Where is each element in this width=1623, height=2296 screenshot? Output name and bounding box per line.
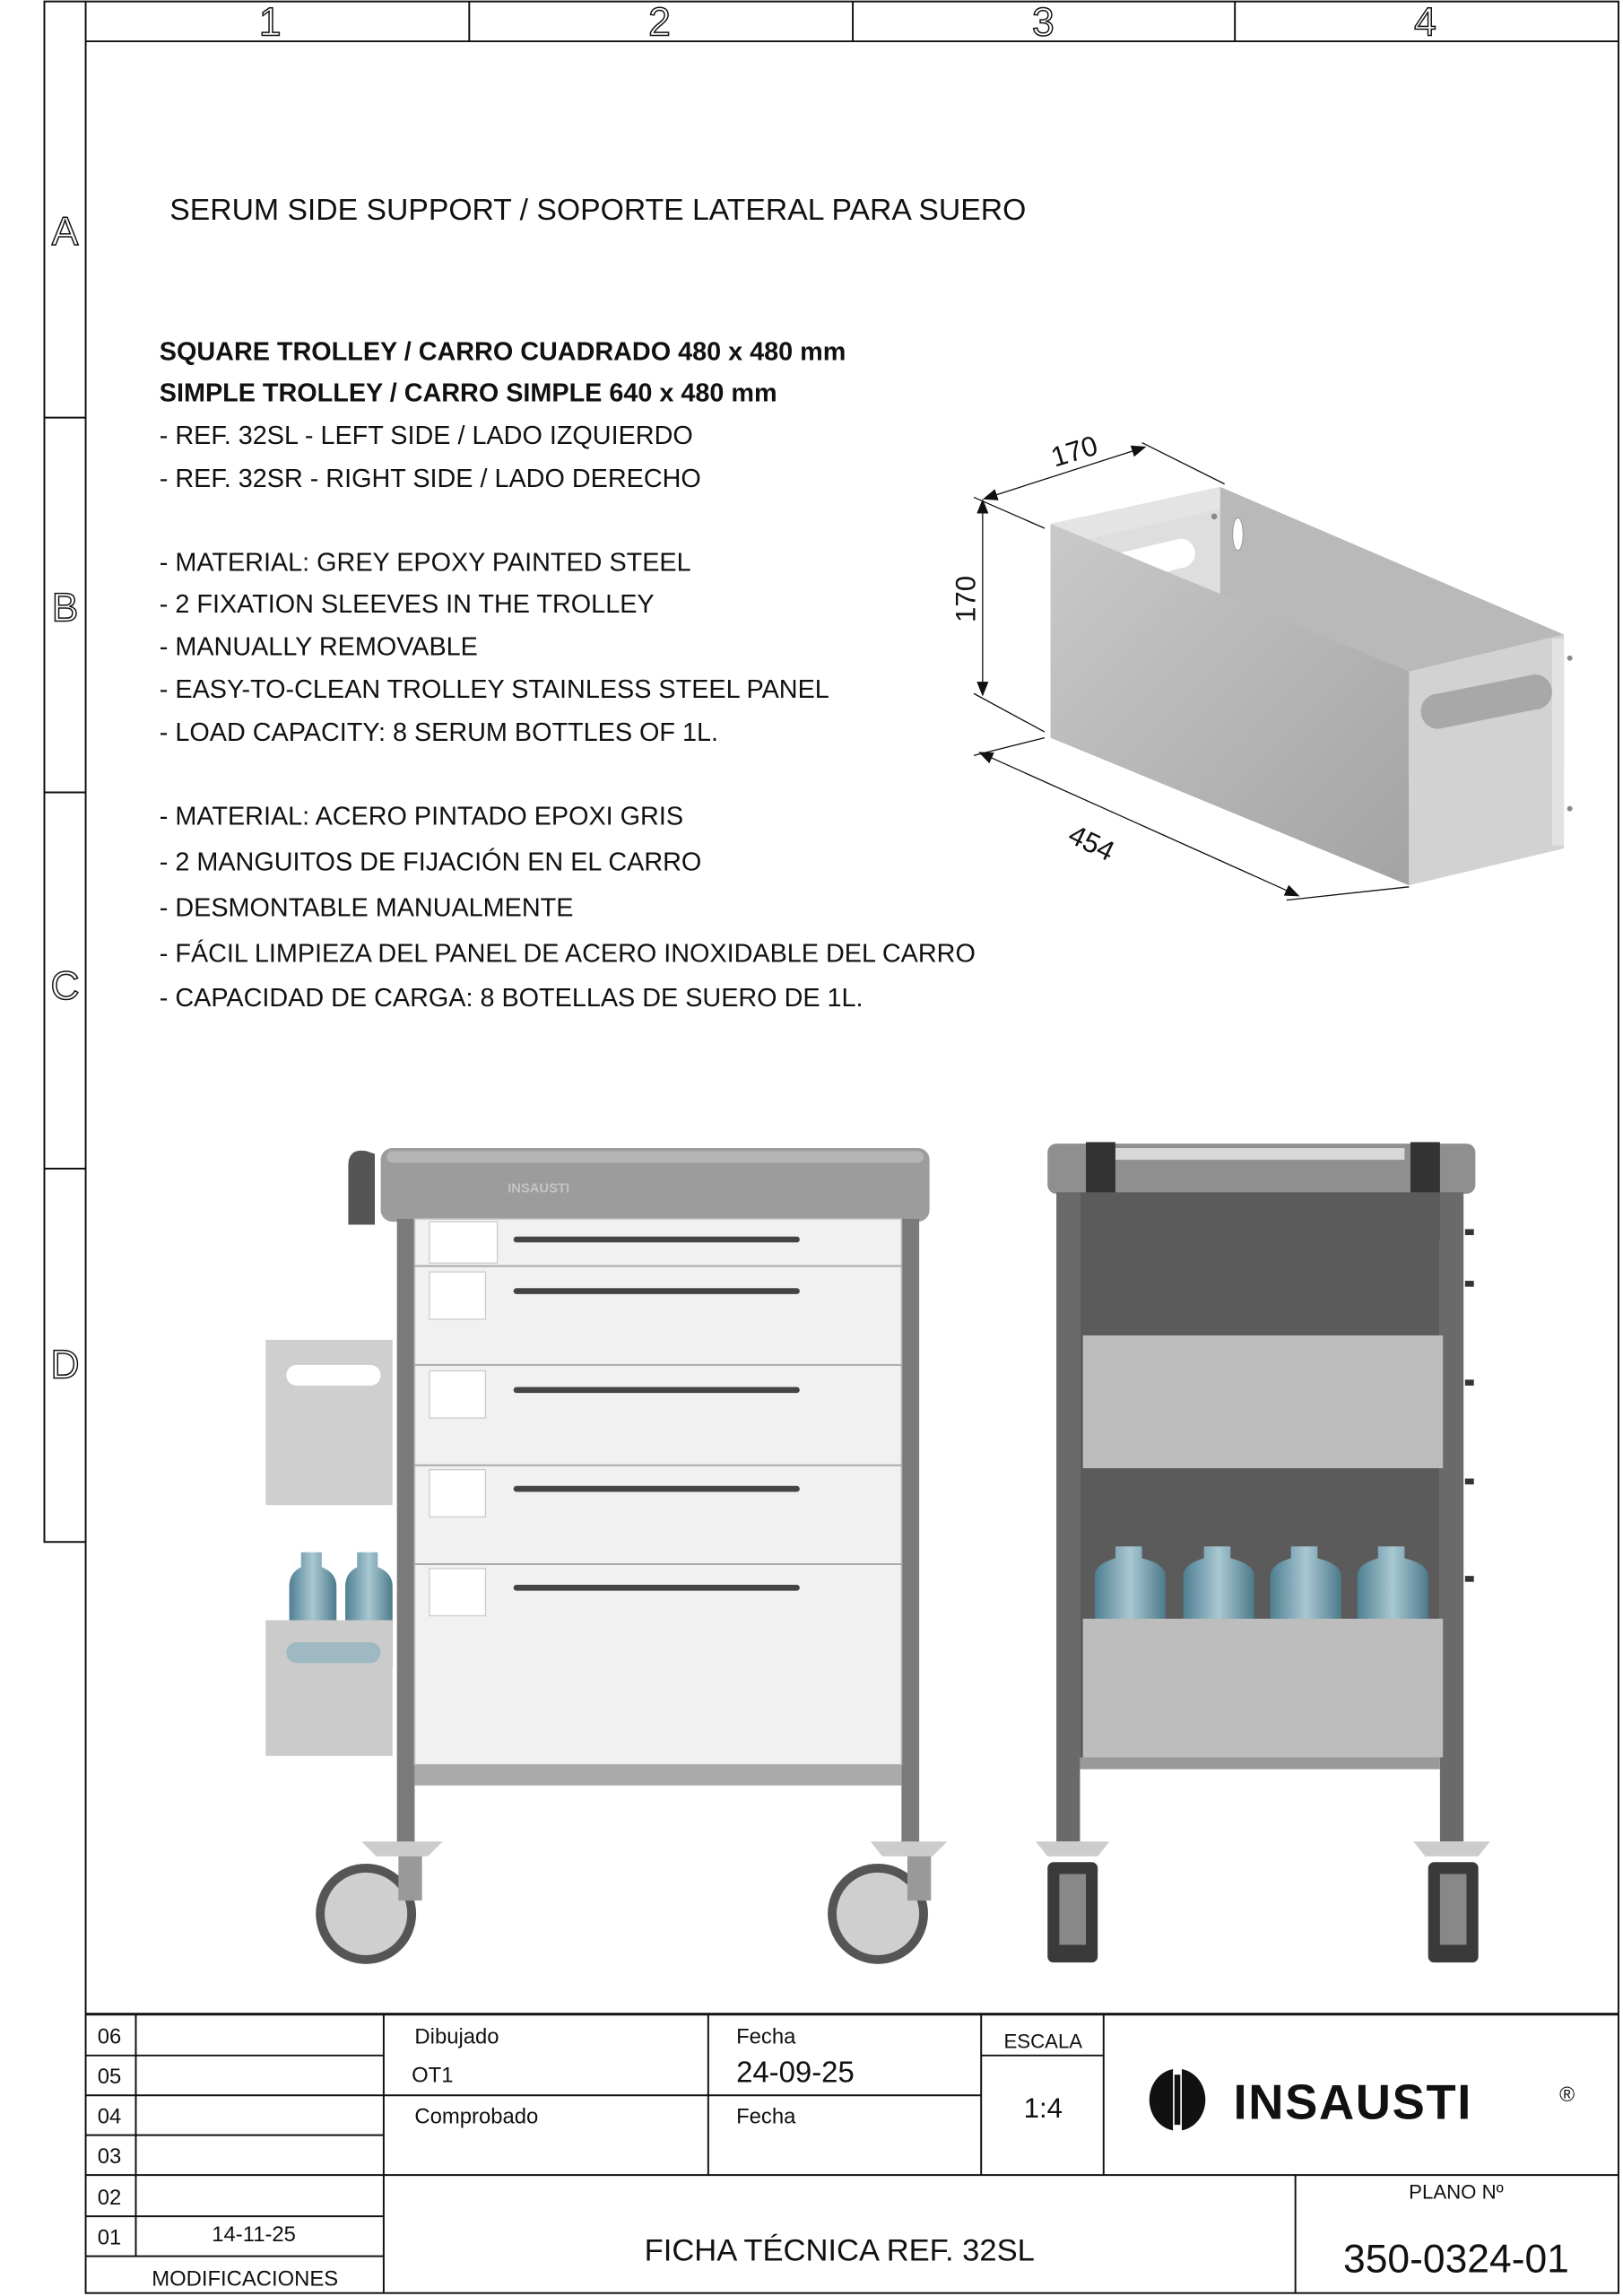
spec-trolley-simple: SIMPLE TROLLEY / CARRO SIMPLE 640 x 480 …	[160, 379, 777, 408]
serum-support-lower-holder	[265, 1620, 393, 1756]
revision-number: 04	[98, 2105, 122, 2129]
spec-es-line: - 2 MANGUITOS DE FIJACIÓN EN EL CARRO	[160, 848, 701, 877]
dimension-length: 454	[1063, 819, 1119, 867]
drawn-by: OT1	[412, 2063, 453, 2087]
scale-value: 1:4	[1024, 2092, 1063, 2124]
spec-es-line: - MATERIAL: ACERO PINTADO EPOXI GRIS	[160, 803, 683, 831]
revision-table: 06 05 04 03 02 01 14-11-25 MODIFICACIONE…	[98, 2025, 339, 2292]
push-handle	[348, 1150, 376, 1225]
sheet-title: FICHA TÉCNICA REF. 32SL	[645, 2233, 1035, 2268]
logo-text: INSAUSTI	[1234, 2075, 1472, 2130]
plan-number: 350-0324-01	[1343, 2238, 1569, 2282]
zone-row-labels: A B C D	[50, 209, 81, 1387]
spec-en-line: - MATERIAL: GREY EPOXY PAINTED STEEL	[160, 549, 691, 578]
revision-number: 03	[98, 2144, 122, 2169]
zone-row-a: A	[52, 210, 79, 254]
revision-number: 05	[98, 2065, 122, 2089]
serum-support-upper-panel-front	[1082, 1335, 1444, 1469]
spec-list: SQUARE TROLLEY / CARRO CUADRADO 480 x 48…	[160, 337, 976, 1013]
checked-label: Comprobado	[414, 2105, 538, 2129]
spec-es-line: - FÁCIL LIMPIEZA DEL PANEL DE ACERO INOX…	[160, 939, 976, 969]
date-label: Fecha	[736, 2025, 796, 2049]
spec-en-line: - MANUALLY REMOVABLE	[160, 632, 478, 661]
zone-col-2: 2	[648, 0, 671, 44]
zone-col-4: 4	[1414, 0, 1436, 44]
plan-label: PLANO Nº	[1409, 2180, 1504, 2203]
trolley-brand-mark: INSAUSTI	[508, 1181, 569, 1196]
drawn-label: Dibujado	[414, 2025, 499, 2049]
dimension-width: 170	[1047, 430, 1101, 474]
trolley-front-view	[1036, 1142, 1490, 1963]
revision-number: 06	[98, 2025, 122, 2049]
spec-en-line: - 2 FIXATION SLEEVES IN THE TROLLEY	[160, 590, 655, 619]
spec-es-line: - CAPACIDAD DE CARGA: 8 BOTELLAS DE SUER…	[160, 984, 864, 1013]
title-block: 06 05 04 03 02 01 14-11-25 MODIFICACIONE…	[85, 2013, 1619, 2293]
drawing-title: SERUM SIDE SUPPORT / SOPORTE LATERAL PAR…	[169, 193, 1026, 227]
serum-support-isometric	[1050, 486, 1573, 886]
trolley-side-view: INSAUSTI	[265, 1148, 948, 1964]
box-handle-slot	[1420, 674, 1552, 729]
zone-row-d: D	[50, 1344, 79, 1387]
revision-number: 02	[98, 2186, 122, 2210]
drawing-frame	[43, 0, 1619, 2294]
spec-trolley-square: SQUARE TROLLEY / CARRO CUADRADO 480 x 48…	[160, 337, 846, 366]
spec-es-line: - DESMONTABLE MANUALMENTE	[160, 894, 574, 923]
modifications-label: MODIFICACIONES	[152, 2266, 338, 2291]
company-logo: INSAUSTI ®	[1149, 2066, 1575, 2135]
trolley-top	[380, 1148, 930, 1222]
drawn-date: 24-09-25	[736, 2055, 855, 2088]
scale-label: ESCALA	[1003, 2031, 1082, 2053]
box-end-face	[1409, 634, 1565, 886]
zone-col-1: 1	[259, 0, 282, 44]
checked-date-label: Fecha	[736, 2105, 796, 2129]
logo-registered: ®	[1559, 2083, 1575, 2106]
serum-support-lower-holder-front	[1082, 1618, 1444, 1758]
zone-col-3: 3	[1032, 0, 1055, 44]
caster-wheels-side	[316, 1841, 948, 1964]
zone-row-b: B	[52, 587, 79, 631]
zone-column-labels: 1 2 3 4	[258, 0, 1436, 45]
zone-row-c: C	[50, 964, 79, 1008]
revision-date: 14-11-25	[212, 2222, 296, 2247]
revision-number: 01	[98, 2225, 122, 2249]
serum-support-upper-panel	[265, 1339, 393, 1506]
caster-wheels-front	[1036, 1841, 1490, 1963]
dimension-height: 170	[950, 576, 982, 622]
spec-en-line: - LOAD CAPACITY: 8 SERUM BOTTLES OF 1L.	[160, 718, 718, 747]
serum-bottles-front	[1094, 1546, 1428, 1639]
spec-en-line: - EASY-TO-CLEAN TROLLEY STAINLESS STEEL …	[160, 675, 829, 704]
spec-ref-left: - REF. 32SL - LEFT SIDE / LADO IZQUIERDO	[160, 422, 693, 450]
spec-ref-right: - REF. 32SR - RIGHT SIDE / LADO DERECHO	[160, 465, 701, 493]
box-front-face	[1050, 524, 1410, 886]
